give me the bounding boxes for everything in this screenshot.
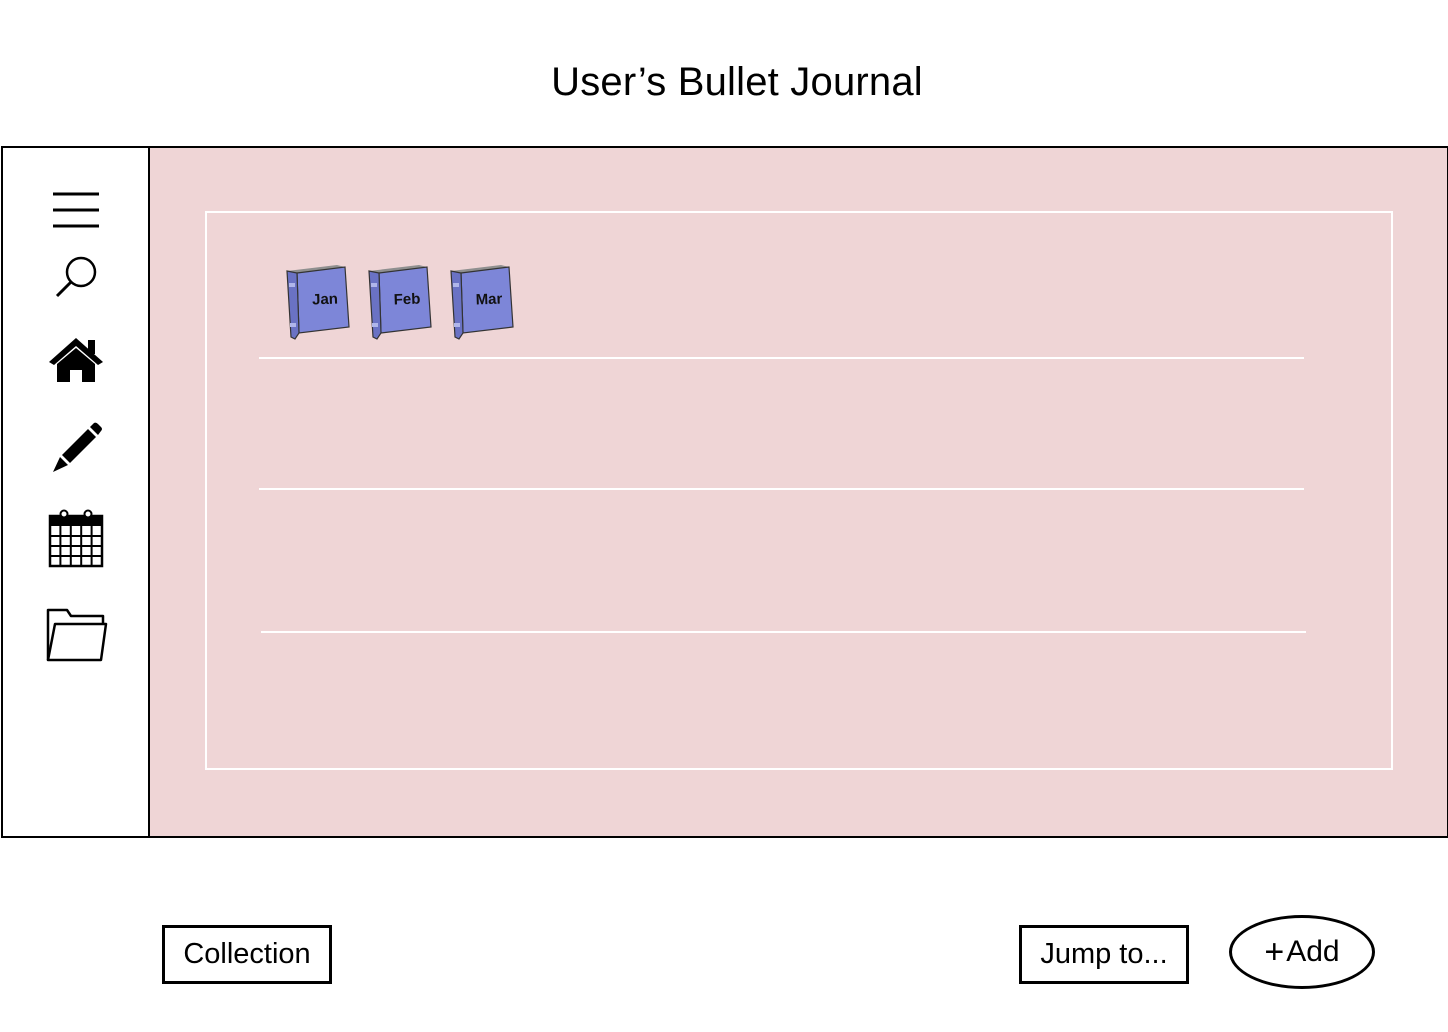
page-title: User’s Bullet Journal — [551, 60, 923, 104]
add-button[interactable]: + Add — [1229, 915, 1375, 989]
add-button-label: Add — [1286, 935, 1340, 968]
journal-frame: Jan Feb Mar — [1, 146, 1448, 838]
calendar-icon[interactable] — [48, 506, 104, 573]
collection-button-label: Collection — [183, 938, 311, 970]
sidebar — [3, 148, 150, 836]
book-icon — [368, 265, 432, 340]
book-label: Mar — [475, 290, 503, 309]
plus-icon: + — [1264, 933, 1285, 971]
bookshelf: Jan Feb Mar — [205, 211, 1393, 770]
jump-to-button[interactable]: Jump to... — [1019, 925, 1189, 984]
book-label: Jan — [311, 290, 339, 309]
folder-icon[interactable] — [45, 606, 109, 667]
shelf-divider — [259, 357, 1304, 359]
book-feb[interactable]: Feb — [367, 263, 433, 341]
menu-icon[interactable] — [51, 190, 101, 235]
shelf-divider — [261, 631, 1306, 633]
book-mar[interactable]: Mar — [449, 263, 515, 341]
book-label: Feb — [393, 290, 421, 309]
collection-button[interactable]: Collection — [162, 925, 332, 984]
book-icon — [286, 265, 350, 340]
shelf-divider — [259, 488, 1304, 490]
pencil-icon[interactable] — [51, 422, 103, 479]
book-icon — [450, 265, 514, 340]
home-icon[interactable] — [47, 336, 105, 389]
search-icon[interactable] — [53, 254, 101, 303]
book-jan[interactable]: Jan — [285, 263, 351, 341]
jump-to-button-label: Jump to... — [1040, 938, 1168, 970]
